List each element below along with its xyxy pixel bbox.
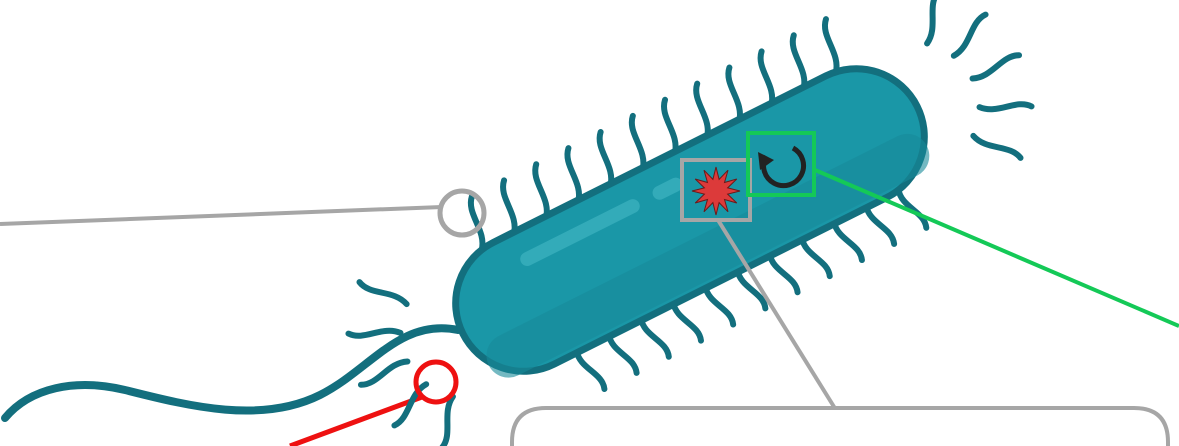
pili-callout-line (0, 207, 442, 224)
pilus (348, 331, 400, 336)
pilus (576, 351, 604, 389)
pilus (664, 100, 676, 154)
pilus (770, 254, 798, 292)
pilus (802, 238, 830, 276)
pilus (973, 136, 1020, 158)
pilus (442, 397, 453, 446)
pilus (728, 68, 740, 122)
pilus (954, 15, 986, 56)
pilus (641, 318, 669, 356)
pilus (761, 51, 773, 105)
pili-marker-circle (440, 191, 484, 235)
pilus (535, 164, 547, 218)
pilus (503, 180, 515, 234)
pilus (359, 282, 406, 304)
pilus (567, 148, 579, 202)
flagellum (5, 328, 458, 418)
pilus (834, 222, 862, 260)
replication-callout-line (815, 170, 1179, 326)
pilus (825, 19, 837, 73)
pilus (673, 302, 701, 340)
pilus (609, 335, 637, 373)
flagellum-marker-circle (416, 362, 456, 402)
pilus (600, 132, 612, 186)
pilus (793, 35, 805, 89)
pilus (866, 206, 894, 244)
label-box (512, 408, 1168, 446)
pilus (632, 116, 644, 170)
pilus (973, 55, 1019, 78)
pilus (980, 104, 1032, 109)
pilus (705, 286, 733, 324)
pilus (696, 84, 708, 138)
pilus (927, 0, 938, 43)
